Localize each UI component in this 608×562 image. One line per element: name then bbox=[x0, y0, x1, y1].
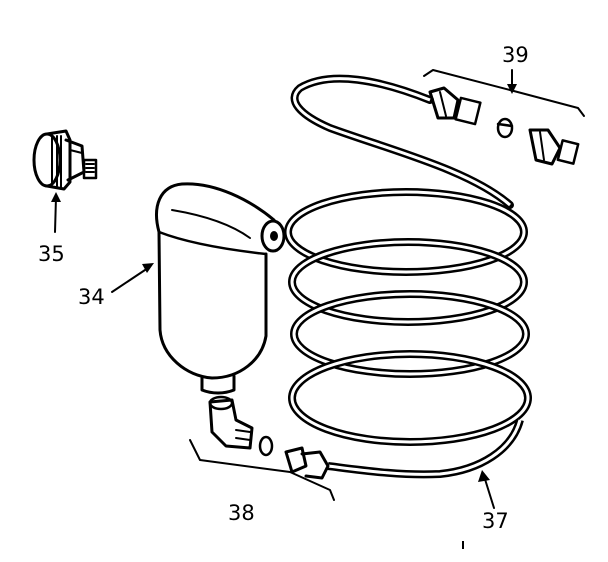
callout-37: 37 bbox=[482, 509, 509, 533]
speck-mark bbox=[462, 541, 464, 549]
callout-38: 38 bbox=[228, 501, 255, 525]
callout-39: 39 bbox=[502, 43, 529, 67]
part-39-fitting-set bbox=[423, 69, 585, 166]
part-37-coiled-hose bbox=[284, 74, 532, 509]
part-38-elbow-fitting-set bbox=[189, 395, 335, 501]
callout-35: 35 bbox=[38, 242, 65, 266]
part-34-sediment-bowl bbox=[111, 182, 286, 395]
callout-34: 34 bbox=[78, 285, 105, 309]
part-35-drain-valve bbox=[32, 129, 98, 233]
